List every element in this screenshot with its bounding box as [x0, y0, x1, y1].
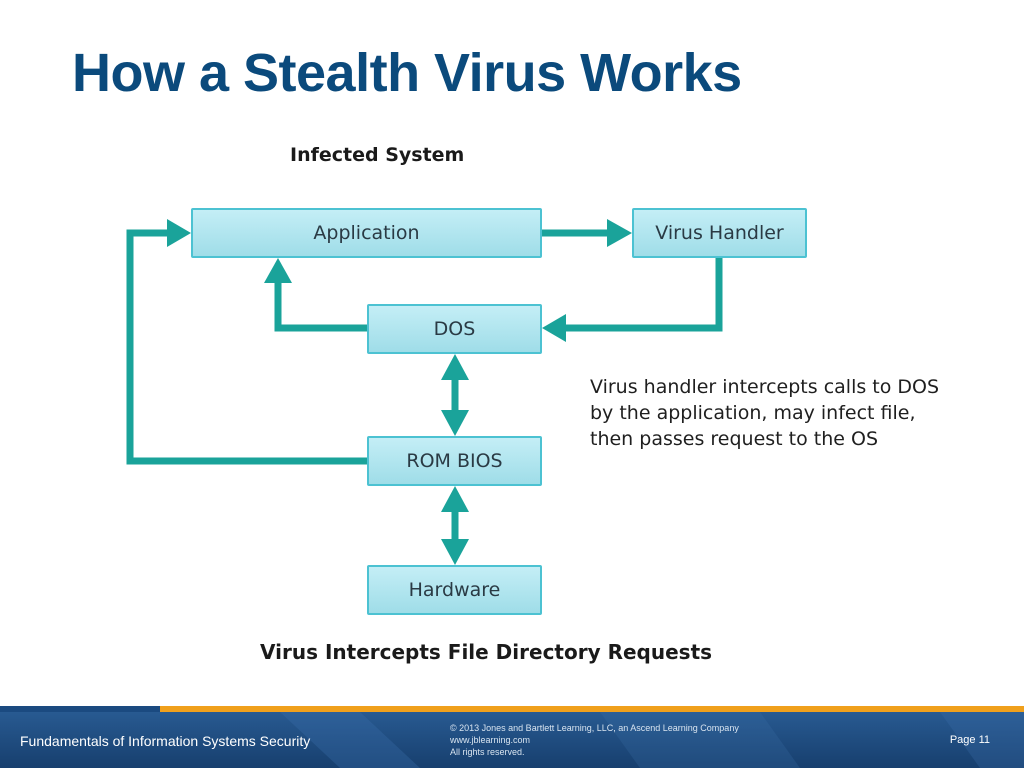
annotation-line: by the application, may infect file,	[590, 402, 916, 424]
annotation-line: Virus handler intercepts calls to DOS	[590, 376, 940, 398]
arrowhead-dos-bios-up	[441, 354, 469, 380]
application-box: Application	[191, 208, 542, 258]
rom-bios-box: ROM BIOS	[367, 436, 542, 486]
footer-copyright: © 2013 Jones and Bartlett Learning, LLC,…	[450, 722, 739, 758]
arrowhead-into-dos-right	[542, 314, 566, 342]
dos-to-application-line	[274, 280, 367, 332]
arrowhead-bios-hardware-down	[441, 539, 469, 565]
arrowhead-dos-bios-down	[441, 410, 469, 436]
website-line: www.jblearning.com	[450, 735, 531, 745]
annotation-text: Virus handler intercepts calls to DOS by…	[590, 374, 1010, 452]
arrowhead-into-application-left	[167, 219, 191, 247]
virus-to-dos-line	[564, 258, 723, 332]
diagram-caption: Virus Intercepts File Directory Requests	[260, 640, 713, 664]
footer-bar: Fundamentals of Information Systems Secu…	[0, 706, 1024, 768]
footer-background	[0, 706, 1024, 768]
arrowhead-into-application-bottom	[264, 258, 292, 283]
virus-handler-box: Virus Handler	[632, 208, 807, 258]
dos-box: DOS	[367, 304, 542, 354]
rights-line: All rights reserved.	[450, 747, 525, 757]
diagram-title: Infected System	[290, 144, 465, 166]
arrowhead-bios-hardware-up	[441, 486, 469, 512]
copyright-line: © 2013 Jones and Bartlett Learning, LLC,…	[450, 723, 739, 733]
arrowhead-into-virus-handler	[607, 219, 632, 247]
hardware-box: Hardware	[367, 565, 542, 615]
bios-to-application-line	[126, 229, 367, 465]
page-number: Page 11	[949, 734, 990, 746]
slide-title: How a Stealth Virus Works	[72, 43, 742, 103]
footer-course-title: Fundamentals of Information Systems Secu…	[20, 733, 311, 749]
annotation-line: then passes request to the OS	[590, 428, 879, 450]
